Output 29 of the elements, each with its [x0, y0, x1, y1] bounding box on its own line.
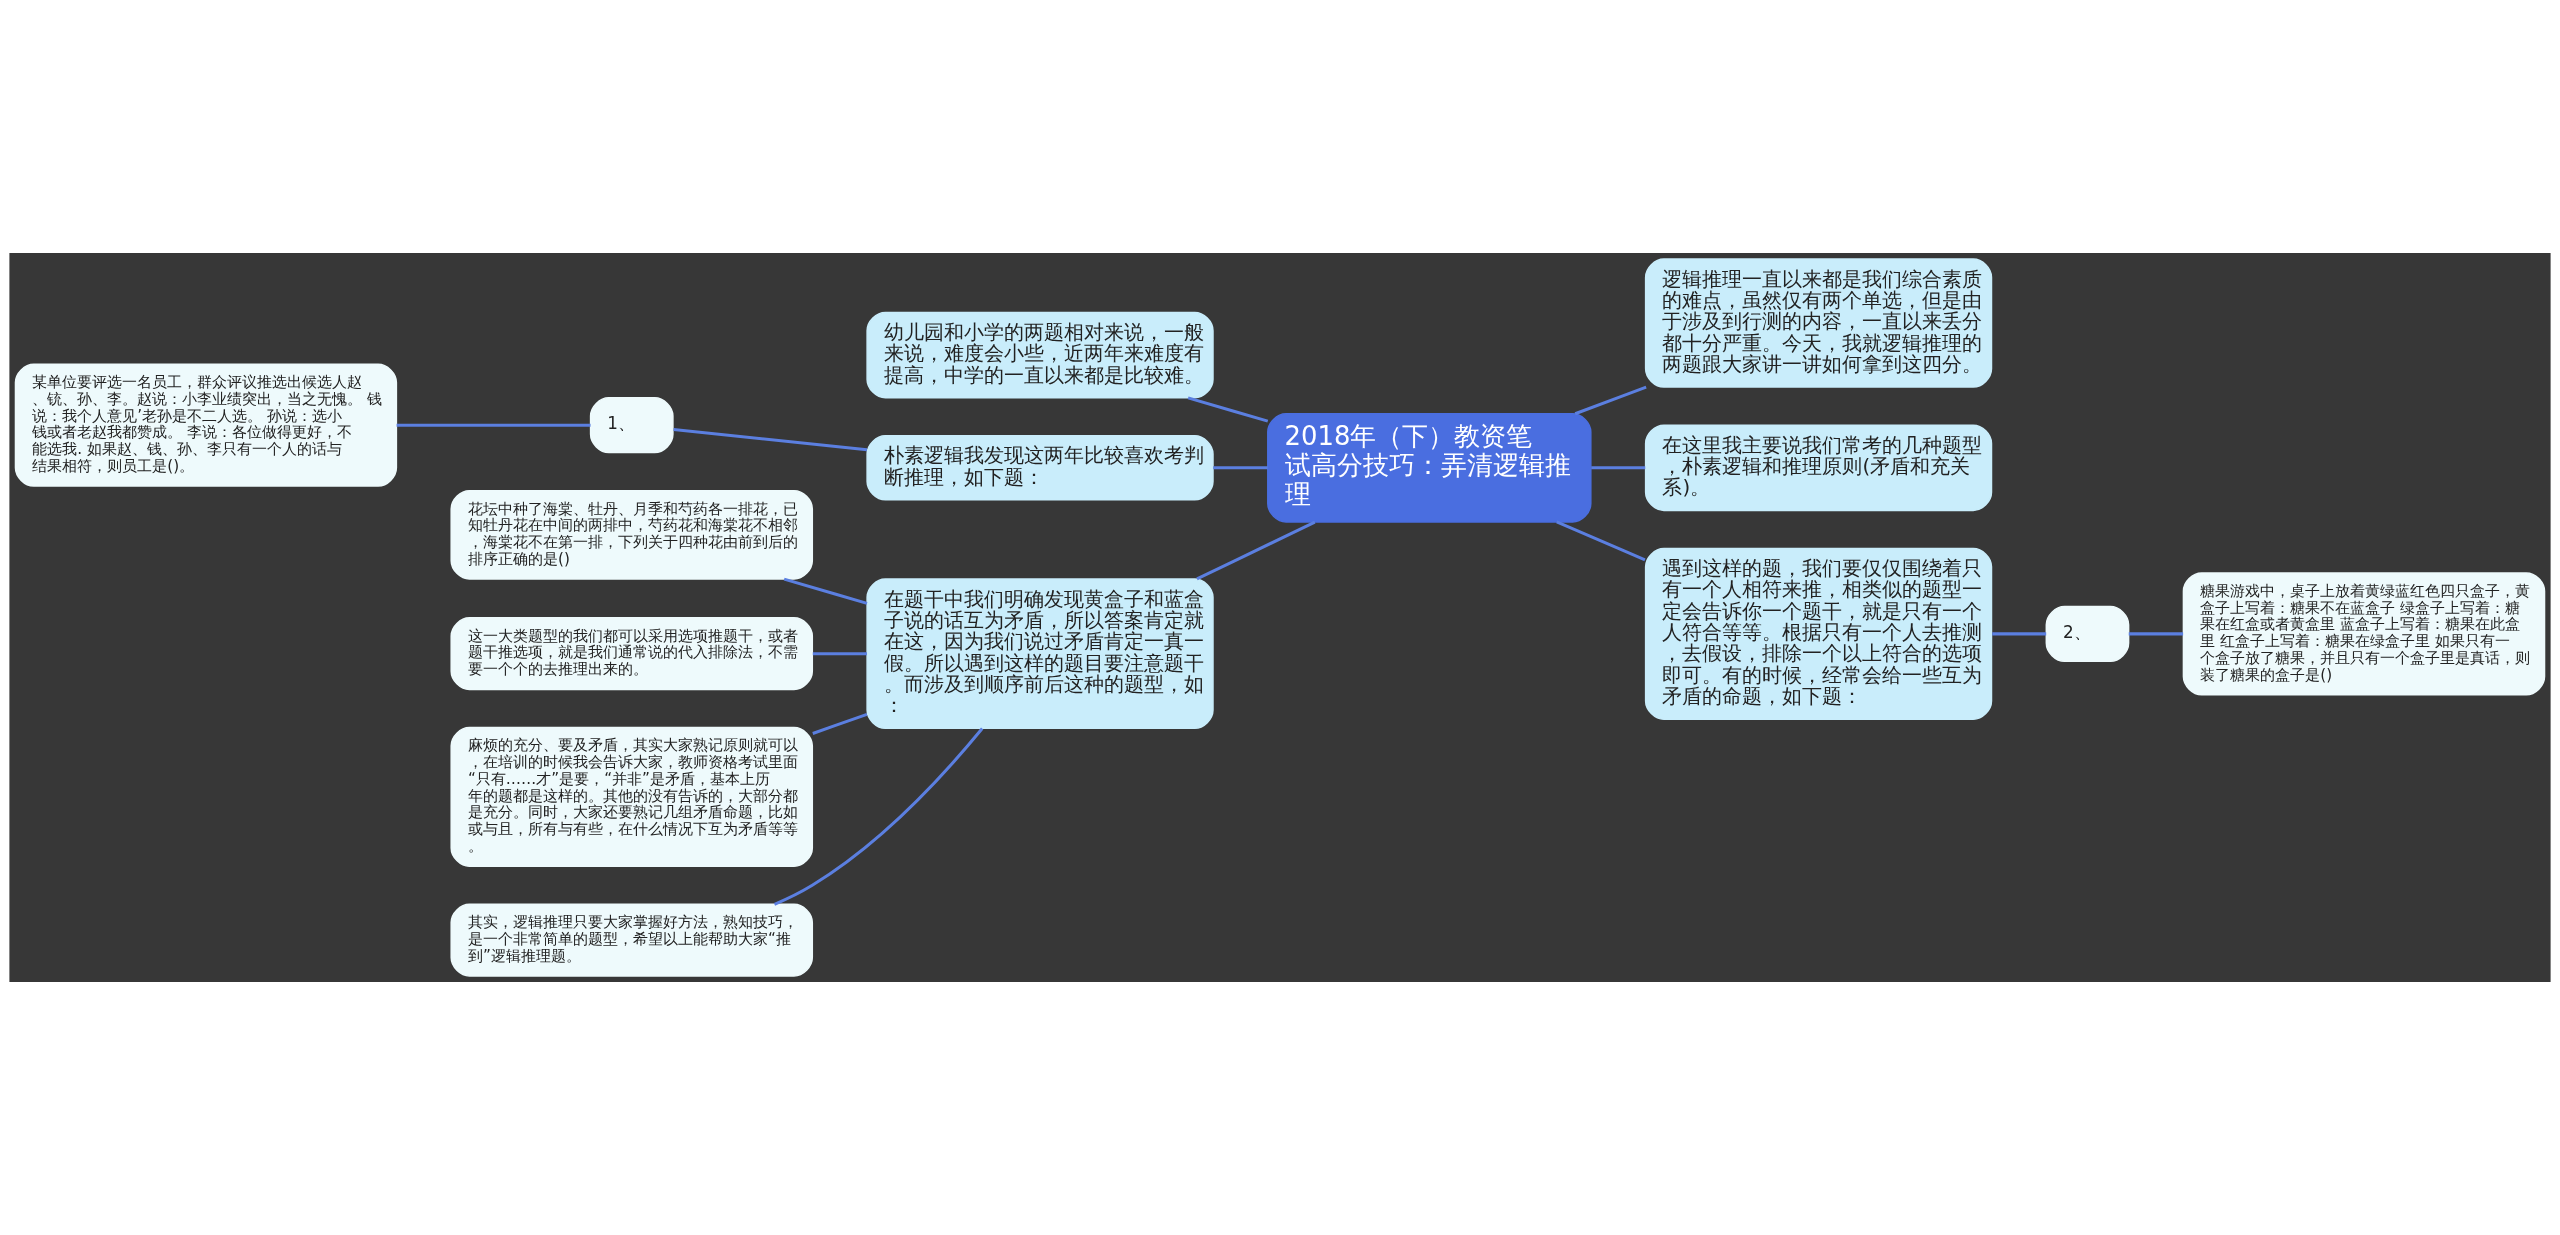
connector — [396, 423, 591, 427]
node-box: 2018年（下）教资笔试高分技巧：弄清逻辑推理 — [1267, 412, 1592, 523]
connector — [1556, 520, 1646, 562]
node-box: 逻辑推理一直以来都是我们综合素质的难点，虽然仅有两个单选，但是由于涉及到行测的内容，一直以来丢分都十分严重。今天，我就逻辑推理的两题跟大家讲一讲如何拿到这四分。 — [1644, 258, 1993, 388]
node-box: 2、 — [2045, 605, 2130, 663]
connector — [812, 712, 868, 735]
connector — [1574, 385, 1647, 416]
connector — [1591, 466, 1646, 470]
node-box: 遇到这样的题，我们要仅仅围绕着只有一个人相符来推，相类似的题型一定会告诉你一个题干，就是只有一个人符合等等。根据只有一个人去推测，去假设，排除一个以上符合的选项即可。有的时候，经常会给一些互为矛盾的命题，如下题： — [1644, 547, 1993, 720]
connector — [773, 727, 984, 906]
connector — [2128, 632, 2184, 636]
node-box: 朴素逻辑我发现这两年比较喜欢考判断推理，如下题： — [866, 435, 1214, 501]
node-box: 其实，逻辑推理只要大家掌握好方法，熟知技巧，是一个非常简单的题型，希望以上能帮助大家“推到”逻辑推理题。 — [450, 903, 814, 977]
connector — [783, 577, 868, 605]
node-box: 幼儿园和小学的两题相对来说，一般来说，难度会小些，近两年来难度有提高，中学的一直以来都是比较难。 — [866, 311, 1214, 399]
node-box: 在题干中我们明确发现黄盒子和蓝盒子说的话互为矛盾，所以答案肯定就在这，因为我们说过矛盾肯定一真一假。所以遇到这样的题目要注意题干。而涉及到顺序前后这种的题型，如： — [866, 578, 1214, 730]
node-box: 1、 — [589, 396, 674, 454]
node-box: 在这里我主要说我们常考的几种题型，朴素逻辑和推理原则(矛盾和充关系)。 — [1644, 424, 1993, 512]
connector — [812, 652, 867, 656]
node-box: 糖果游戏中，桌子上放着黄绿蓝红色四只盒子，黄盒子上写着：糖果不在蓝盒子 绿盒子上写着：糖果在红盒或者黄盒里 蓝盒子上写着：糖果在此盒里 红盒子上写着：糖果在绿盒子里 如果只有一个盒子放了糖果，并且只有一个盒子里是真话，则装了糖果的盒子是() — [2182, 572, 2546, 696]
connector — [1187, 396, 1269, 423]
connector — [1196, 520, 1316, 581]
node-box: 花坛中种了海棠、牡丹、月季和芍药各一排花，已知牡丹花在中间的两排中，芍药花和海棠花不相邻，海棠花不在第一排，下列关于四种花由前到后的排序正确的是() — [450, 489, 814, 580]
connector — [673, 427, 868, 452]
connector — [1992, 632, 2047, 636]
node-box: 某单位要评选一名员工，群众评议推选出候选人赵、铳、孙、李。赵说：小李业绩突出，当之无愧。 钱说：我个人意见’老孙是不二人选。 孙说：选小钱或者老赵我都赞成。 李说：各位做得更好，不能选我. 如果赵、钱、孙、李只有一个人的话与结果相符，则员工是()。 — [14, 363, 398, 487]
node-box: 麻烦的充分、要及矛盾，其实大家熟记原则就可以，在培训的时候我会告诉大家，教师资格考试里面“只有……才”是要，“并非”是矛盾，基本上历年的题都是这样的。其他的没有告诉的，大部分都是充分。同时，大家还要熟记几组矛盾命题，比如或与且，所有与有些，在什么情况下互为矛盾等等。 — [450, 726, 814, 867]
connector — [1213, 466, 1268, 470]
node-box: 这一大类题型的我们都可以采用选项推题干，或者题干推选项，就是我们通常说的代入排除法，不需要一个个的去推理出来的。 — [450, 617, 814, 691]
